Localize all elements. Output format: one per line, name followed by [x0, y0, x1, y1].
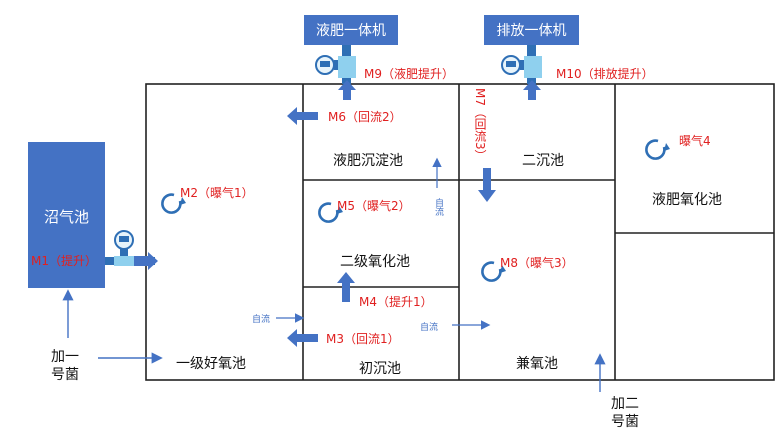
motor-m3-label: M3（回流1）	[326, 332, 400, 346]
arrow-m9-up	[338, 80, 356, 100]
arrow-m6	[287, 107, 318, 125]
biogas-tank: 沼气池	[28, 142, 105, 288]
motor-m7-label: M7（回流3）	[473, 88, 487, 162]
aeration-4-label: 曝气4	[679, 134, 711, 148]
add-bacteria-one-label: 加一 号菌	[51, 349, 79, 383]
gravity-left-label: 自流	[252, 315, 271, 325]
add-bacteria-two-label: 加二 号菌	[611, 396, 639, 430]
arrow-m4	[337, 272, 355, 302]
swirl-icons	[161, 139, 666, 282]
aeration-swirl-aer4-icon	[645, 139, 666, 160]
fert-oxidation-label: 液肥氧化池	[652, 192, 722, 208]
motor-m9-label: M9（液肥提升）	[364, 67, 454, 81]
aeration-swirl-m8-icon	[481, 261, 502, 282]
aeration-swirl-m2-icon	[161, 193, 182, 214]
primary-settling-label: 初沉池	[359, 361, 401, 377]
arrow-m7	[478, 168, 496, 202]
arrow-m3	[287, 329, 318, 347]
motor-m8-label: M8（曝气3）	[500, 256, 574, 270]
anoxic-label: 兼氧池	[516, 356, 558, 372]
drain-machine-label: 排放一体机	[496, 23, 567, 39]
arrow-m1	[134, 252, 158, 270]
gravity-mid-label: 自流	[420, 323, 439, 333]
secondary-oxidation-label: 二级氧化池	[340, 254, 410, 270]
pump-m9-icon	[315, 55, 356, 78]
pump-m1-icon	[114, 230, 134, 266]
secondary-settling-label: 二沉池	[522, 153, 564, 169]
motor-m5-label: M5（曝气2）	[337, 199, 411, 213]
motor-m6-label: M6（回流2）	[328, 110, 402, 124]
motor-m10-label: M10（排放提升）	[556, 67, 654, 81]
plant-outline	[145, 83, 775, 381]
motor-m4-label: M4（提升1）	[359, 295, 433, 309]
fert-machine: 液肥一体机	[304, 15, 398, 45]
gravity-vertical-label: 自流	[433, 198, 443, 216]
motor-m1-label: M1（提升）	[31, 254, 97, 268]
primary-aerobic-label: 一级好氧池	[176, 356, 246, 372]
fert-machine-label: 液肥一体机	[316, 23, 386, 39]
motor-m2-label: M2（曝气1）	[180, 186, 254, 200]
arrow-m10-up	[523, 80, 541, 100]
fert-settling-label: 液肥沉淀池	[333, 153, 403, 169]
aeration-swirl-m5-icon	[318, 202, 339, 223]
pump-m10-icon	[501, 55, 542, 78]
drain-machine: 排放一体机	[484, 15, 579, 45]
biogas-tank-label: 沼气池	[43, 208, 89, 226]
